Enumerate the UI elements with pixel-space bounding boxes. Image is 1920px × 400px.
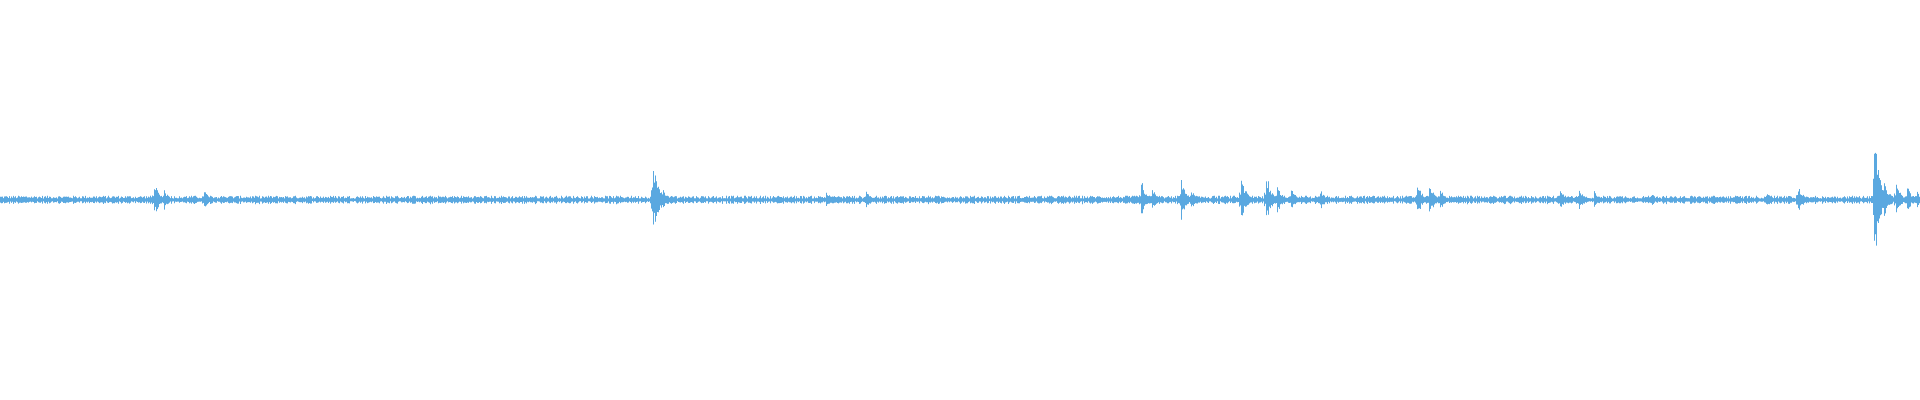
waveform-path xyxy=(0,152,1920,246)
